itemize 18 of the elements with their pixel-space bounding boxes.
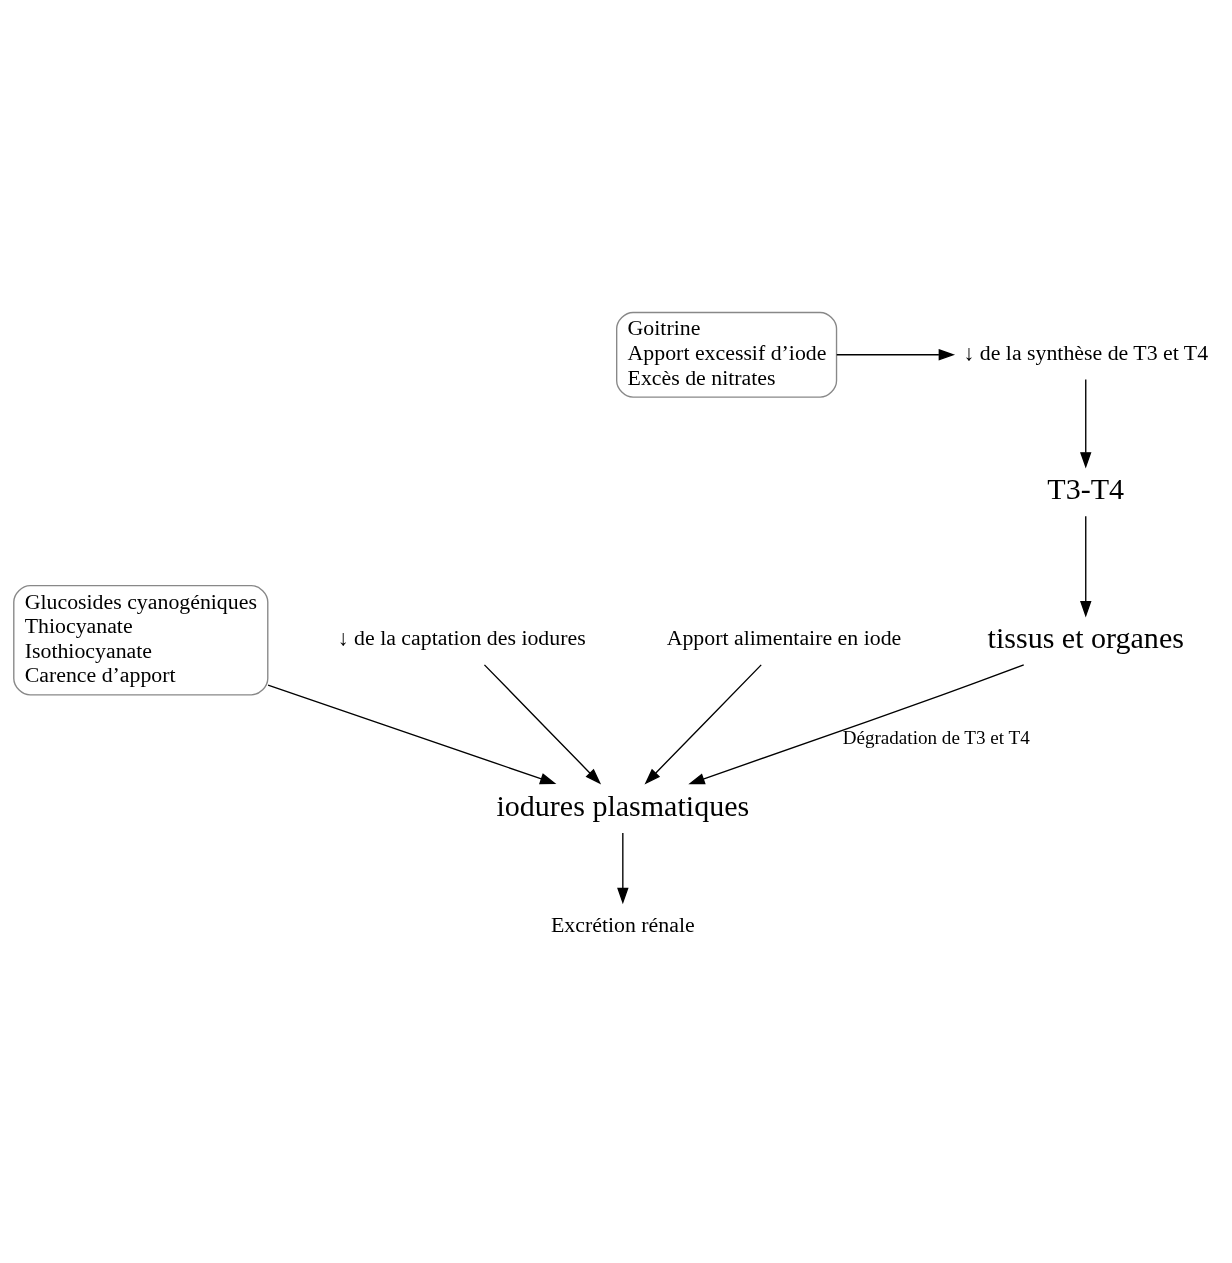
node-text: T3-T4 [1047,471,1125,505]
arrow [1080,515,1092,617]
node-text: ↓ de la synthèse de T3 et T4 [963,340,1209,365]
node-text: tissus et organes [987,620,1184,654]
arrow [644,663,762,785]
arrow [836,348,956,361]
node-text: Apport alimentaire en iode [666,625,902,650]
node-text: ↓ de la captation des iodures [337,625,586,650]
arrow [1080,378,1092,469]
node-text: Excrétion rénale [551,912,695,937]
node-box: Goitrine Apport excessif d’iode Excès de nitrates [616,311,838,398]
arrow [267,684,557,784]
edge-label: Dégradation de T3 et T4 [842,726,1030,748]
node-text: iodures plasmatiques [496,788,750,822]
arrow [483,663,602,785]
node-box: Glucosides cyanogéniques Thiocyanate Isothiocyanate Carence d’apport [13,584,269,695]
arrow [617,831,629,904]
arrow [688,663,1025,784]
